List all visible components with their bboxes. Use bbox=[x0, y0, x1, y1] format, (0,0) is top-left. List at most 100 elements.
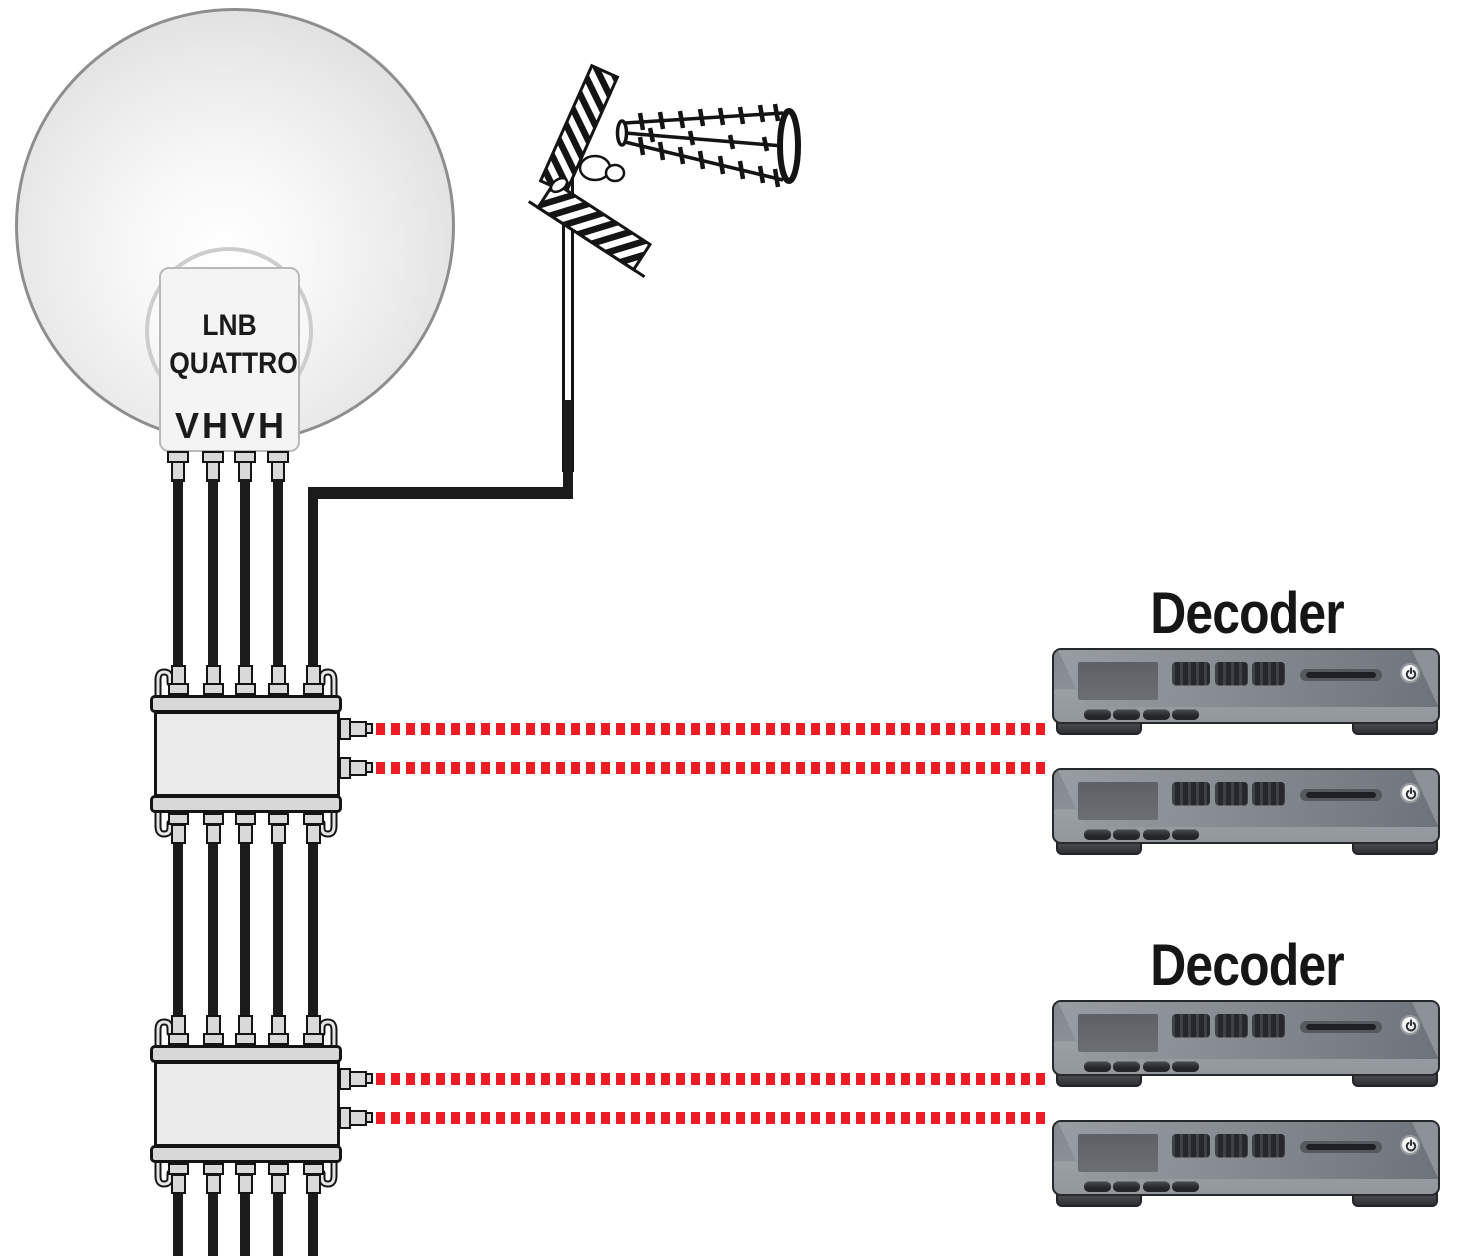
decoder-button bbox=[1172, 829, 1199, 840]
power-button-icon bbox=[1400, 1015, 1420, 1035]
input-connector bbox=[171, 665, 186, 685]
output-connector bbox=[206, 1174, 221, 1194]
input-connector bbox=[306, 1015, 321, 1035]
coax-cable bbox=[240, 842, 250, 1017]
coax-cable bbox=[308, 842, 318, 1017]
coax-cable bbox=[208, 479, 218, 669]
mounting-hook-icon bbox=[154, 808, 174, 838]
input-connector bbox=[306, 665, 321, 685]
multiswitch-bottom-rail bbox=[150, 795, 342, 813]
decoder-button bbox=[1113, 1181, 1140, 1192]
output-connector bbox=[171, 824, 186, 844]
coax-cable bbox=[273, 842, 283, 1017]
signal-line-dashed bbox=[376, 723, 1050, 735]
input-connector bbox=[206, 665, 221, 685]
output-connector bbox=[306, 1174, 321, 1194]
lnb-port-label-v2: V bbox=[230, 405, 255, 446]
output-connector bbox=[306, 824, 321, 844]
antenna-coax-cable bbox=[308, 487, 573, 499]
decoder-front-panel bbox=[1052, 1000, 1440, 1076]
decoder-button bbox=[1172, 709, 1199, 720]
decoder-front-panel bbox=[1052, 768, 1440, 844]
decoder-button bbox=[1172, 1181, 1199, 1192]
coax-cable bbox=[208, 1192, 218, 1256]
decoder-display bbox=[1078, 662, 1158, 700]
decoder-button bbox=[1143, 1061, 1170, 1072]
signal-line-dashed bbox=[376, 762, 1050, 774]
coax-cable bbox=[208, 842, 218, 1017]
decoder-button bbox=[1084, 709, 1111, 720]
decoder-button bbox=[1113, 1061, 1140, 1072]
decoder-2 bbox=[1052, 768, 1440, 856]
lnb-port-label-h1: H bbox=[202, 405, 228, 446]
decoder-1 bbox=[1052, 648, 1440, 736]
coax-cable bbox=[173, 1192, 183, 1256]
input-connector bbox=[238, 1015, 253, 1035]
output-connector bbox=[271, 824, 286, 844]
output-connector bbox=[171, 1174, 186, 1194]
decoder-vent-panel bbox=[1172, 1134, 1210, 1158]
decoder-display bbox=[1078, 1134, 1158, 1172]
mounting-hook-icon bbox=[154, 1158, 174, 1188]
decoder-button bbox=[1143, 1181, 1170, 1192]
decoder-button bbox=[1143, 709, 1170, 720]
input-connector bbox=[268, 1033, 289, 1045]
lnb-label-line1: LNB bbox=[202, 309, 257, 342]
output-connector bbox=[238, 824, 253, 844]
power-button-icon bbox=[1400, 663, 1420, 683]
multiswitch-1 bbox=[148, 660, 380, 852]
card-slot bbox=[1300, 1021, 1382, 1033]
decoder-vent-panel bbox=[1172, 782, 1210, 806]
input-connector bbox=[171, 1015, 186, 1035]
decoder-vent-panel bbox=[1252, 1014, 1285, 1038]
tap-port-1 bbox=[365, 1073, 373, 1084]
input-connector bbox=[271, 665, 286, 685]
coax-cable bbox=[273, 479, 283, 669]
mounting-hook-icon bbox=[318, 668, 338, 698]
antenna-coax-cable bbox=[308, 493, 318, 669]
power-button-icon bbox=[1400, 783, 1420, 803]
lnb-port-label-h2: H bbox=[257, 405, 284, 446]
antenna-coax-cable bbox=[563, 400, 573, 496]
card-slot bbox=[1300, 789, 1382, 801]
card-slot bbox=[1300, 669, 1382, 681]
decoder-button bbox=[1084, 1061, 1111, 1072]
coax-cable bbox=[308, 1192, 318, 1256]
input-connector bbox=[235, 683, 256, 695]
input-connector bbox=[303, 683, 324, 695]
mounting-hook-icon bbox=[154, 668, 174, 698]
decoder-vent-panel bbox=[1215, 662, 1248, 686]
mounting-hook-icon bbox=[154, 1018, 174, 1048]
input-connector bbox=[238, 665, 253, 685]
mounting-hook-icon bbox=[318, 1158, 338, 1188]
decoder-4 bbox=[1052, 1120, 1440, 1208]
mounting-hook-icon bbox=[318, 808, 338, 838]
input-connector bbox=[206, 1015, 221, 1035]
input-connector bbox=[235, 1033, 256, 1045]
input-connector bbox=[271, 1015, 286, 1035]
output-connector bbox=[238, 1174, 253, 1194]
decoder-vent-panel bbox=[1252, 782, 1285, 806]
coax-cable bbox=[240, 1192, 250, 1256]
input-connector bbox=[168, 683, 189, 695]
coax-cable bbox=[173, 842, 183, 1017]
decoder-button bbox=[1172, 1061, 1199, 1072]
tap-port-2 bbox=[365, 762, 373, 773]
multiswitch-body bbox=[154, 711, 340, 797]
decoder-display bbox=[1078, 1014, 1158, 1052]
signal-line-dashed bbox=[376, 1073, 1050, 1085]
multiswitch-bottom-rail bbox=[150, 1145, 342, 1163]
decoder-vent-panel bbox=[1252, 1134, 1285, 1158]
lnb-label-line2: QUATTRO bbox=[169, 347, 298, 380]
output-connector bbox=[206, 824, 221, 844]
decoder-button bbox=[1143, 829, 1170, 840]
decoder-button bbox=[1084, 1181, 1111, 1192]
input-connector bbox=[203, 1033, 224, 1045]
decoder-button bbox=[1084, 829, 1111, 840]
decoder-3 bbox=[1052, 1000, 1440, 1088]
decoder-group-2-label: Decoder bbox=[1150, 933, 1344, 998]
signal-line-dashed bbox=[376, 1112, 1050, 1124]
decoder-vent-panel bbox=[1215, 1134, 1248, 1158]
lnb-output-labels: V H V H bbox=[175, 408, 284, 444]
